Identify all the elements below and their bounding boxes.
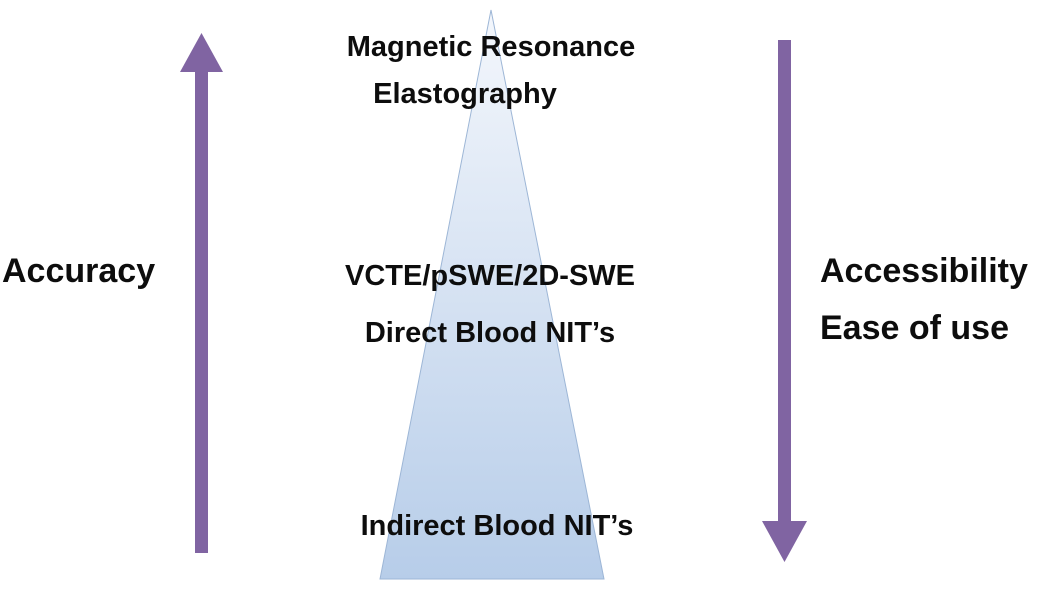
accuracy-arrow-shaft bbox=[195, 70, 208, 553]
accuracy-arrow-head bbox=[180, 33, 223, 72]
tier-middle-label-line1: VCTE/pSWE/2D-SWE bbox=[345, 260, 635, 292]
accessibility-arrow bbox=[762, 40, 807, 562]
accuracy-arrow bbox=[180, 33, 223, 553]
tier-top-label-line2: Elastography bbox=[373, 78, 557, 110]
tier-middle-label-line2: Direct Blood NIT’s bbox=[365, 317, 615, 349]
accessibility-arrow-head bbox=[762, 521, 807, 562]
accessibility-label: Accessibility bbox=[820, 252, 1028, 290]
accuracy-label: Accuracy bbox=[2, 252, 155, 290]
tier-top-label-line1: Magnetic Resonance bbox=[347, 31, 635, 63]
accessibility-arrow-shaft bbox=[778, 40, 791, 523]
pyramid-triangle bbox=[379, 9, 605, 580]
tier-bottom-label: Indirect Blood NIT’s bbox=[361, 510, 634, 542]
ease-of-use-label: Ease of use bbox=[820, 309, 1009, 347]
